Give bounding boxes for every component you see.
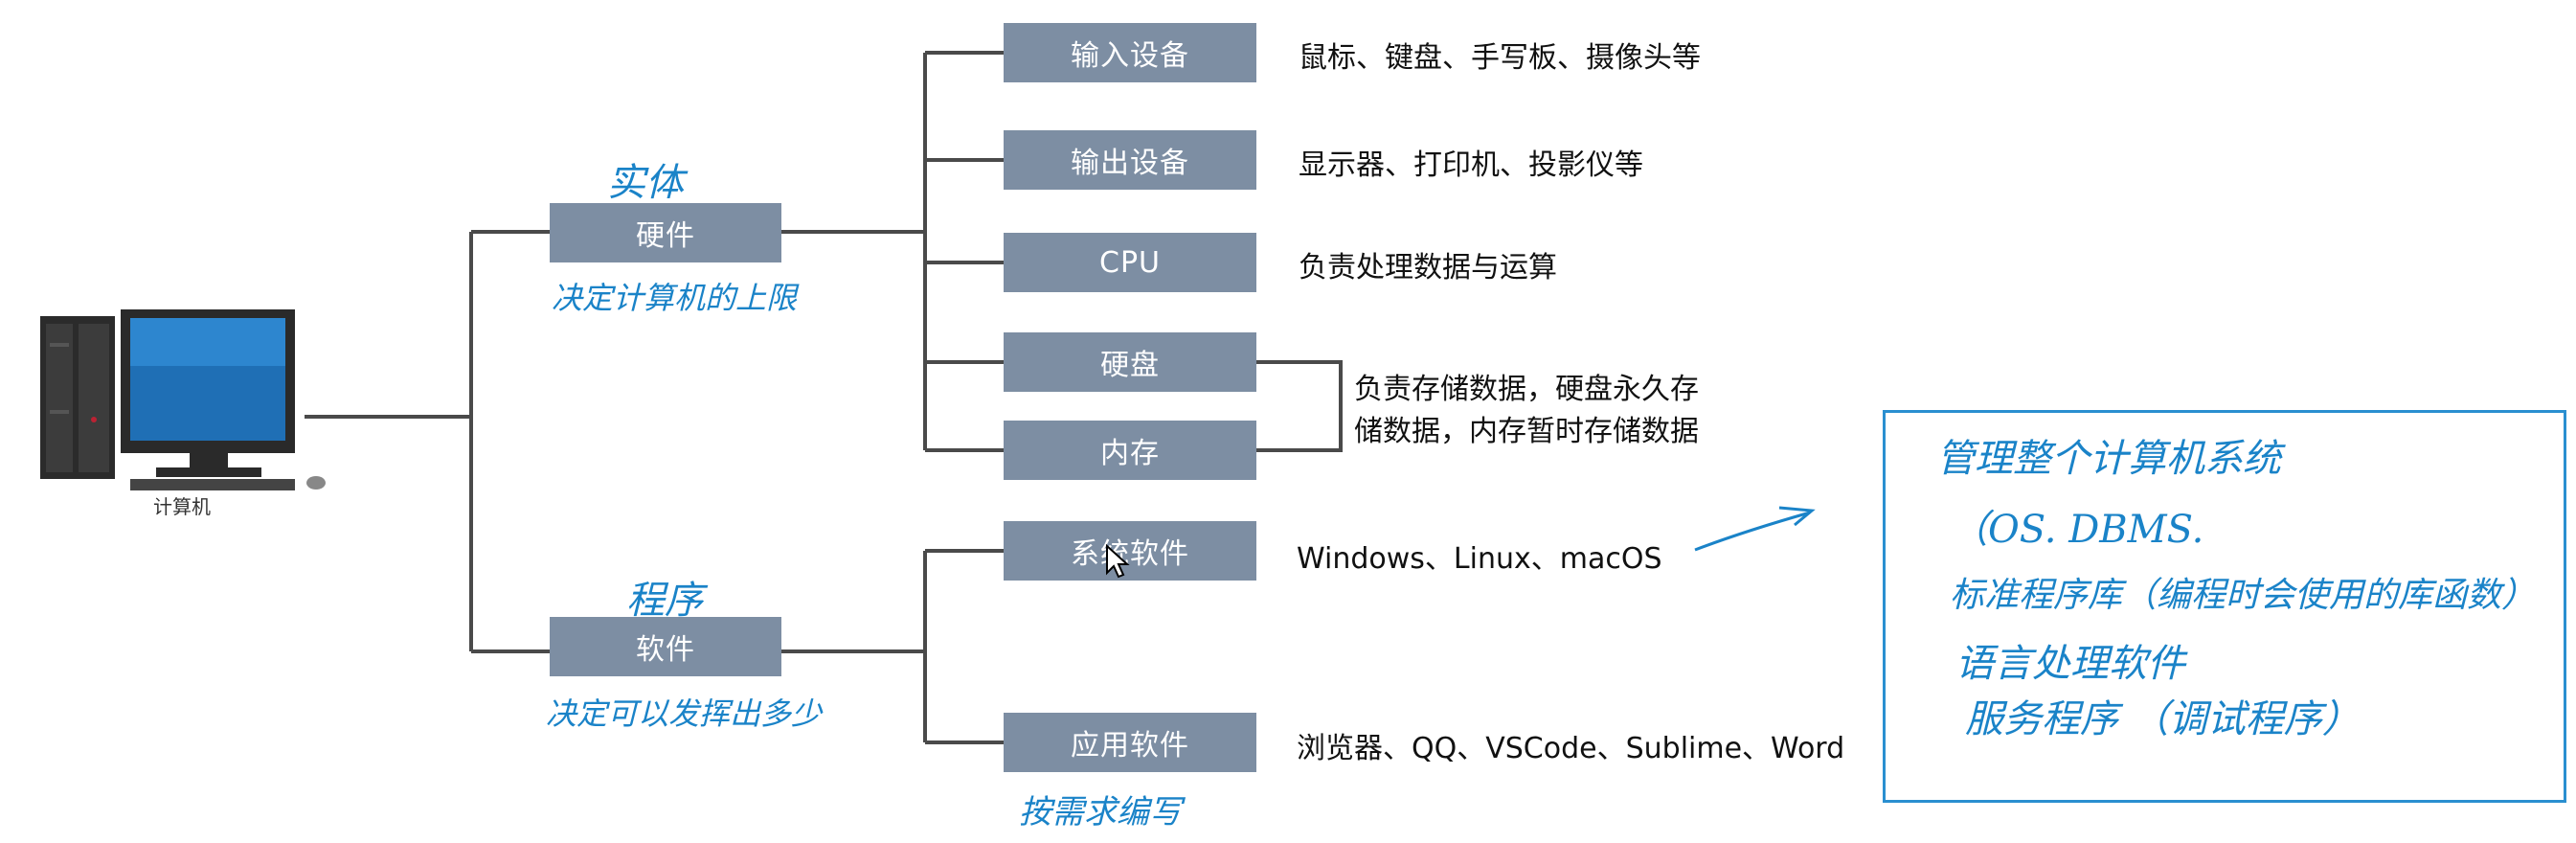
note-line-5: 服务程序 （调试程序） (1965, 697, 2361, 741)
mouse-cursor-icon (1106, 544, 1130, 579)
note-line-2: （OS. DBMS. (1950, 508, 2204, 552)
note-line-4: 语言处理软件 (1955, 642, 2185, 686)
system-software-note-box (1883, 410, 2566, 803)
application-software-desc: 浏览器、QQ、VSCode、Sublime、Word (1297, 732, 1845, 765)
input-devices-node: 输入设备 (1004, 23, 1256, 82)
hardware-note-above: 实体 (607, 161, 684, 205)
cpu-desc: 负责处理数据与运算 (1299, 251, 1557, 285)
note-line-3: 标准程序库（编程时会使用的库函数） (1950, 576, 2537, 615)
computer-label: 计算机 (153, 495, 211, 518)
hardware-node: 硬件 (550, 203, 781, 262)
software-note-above: 程序 (626, 579, 703, 623)
hardware-note-below: 决定计算机的上限 (552, 280, 798, 316)
output-devices-desc: 显示器、打印机、投影仪等 (1299, 148, 1643, 182)
system-software-node: 系统软件 (1004, 521, 1256, 581)
application-software-note: 按需求编写 (1019, 793, 1182, 832)
output-devices-node: 输出设备 (1004, 130, 1256, 190)
software-note-below: 决定可以发挥出多少 (546, 695, 823, 732)
application-software-node: 应用软件 (1004, 713, 1256, 772)
memory-node: 内存 (1004, 421, 1256, 480)
computer-icon (40, 309, 326, 490)
input-devices-desc: 鼠标、键盘、手写板、摄像头等 (1299, 41, 1701, 75)
software-node: 软件 (550, 617, 781, 676)
note-line-1: 管理整个计算机系统 (1936, 437, 2281, 481)
storage-desc: 负责存储数据，硬盘永久存储数据，内存暂时存储数据 (1354, 373, 1699, 448)
hard-disk-node: 硬盘 (1004, 332, 1256, 392)
system-software-desc: Windows、Linux、macOS (1297, 542, 1662, 576)
cpu-node: CPU (1004, 233, 1256, 292)
